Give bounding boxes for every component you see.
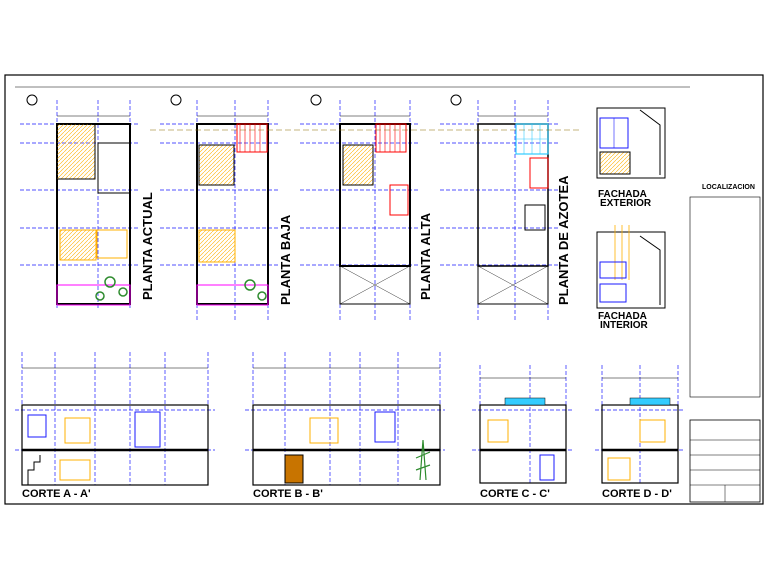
plan-title: PLANTA ACTUAL — [140, 192, 155, 300]
plan-baja: PLANTA BAJA — [160, 94, 293, 320]
section-a: CORTE A - A' — [15, 352, 215, 500]
facade-subtitle: INTERIOR — [600, 320, 649, 331]
sheet-border — [4, 74, 764, 505]
north-arrow-icon — [310, 94, 322, 106]
plan-azotea: PLANTA DE AZOTEA — [440, 94, 571, 320]
facade-subtitle: EXTERIOR — [600, 198, 652, 209]
section-title: CORTE A - A' — [22, 488, 91, 500]
section-title: CORTE C - C' — [480, 488, 550, 500]
section-title: CORTE B - B' — [253, 488, 323, 500]
north-arrow-icon — [26, 94, 38, 106]
plan-title: PLANTA ALTA — [418, 212, 433, 300]
section-c: CORTE C - C' — [472, 365, 572, 500]
location-label: LOCALIZACION — [702, 184, 755, 191]
section-d: CORTE D - D' — [595, 365, 685, 500]
section-b: CORTE B - B' — [245, 352, 445, 500]
north-arrow-icon — [450, 94, 462, 106]
facade-title: FACHADA — [598, 311, 647, 322]
facade-interior: FACHADA INTERIOR — [596, 225, 666, 331]
plan-actual: PLANTA ACTUAL — [20, 94, 155, 310]
dimension-lines — [22, 115, 678, 379]
north-arrow-icon — [170, 94, 182, 106]
location-box — [689, 196, 761, 398]
plan-title: PLANTA BAJA — [278, 214, 293, 305]
facade-exterior: FACHADA EXTERIOR — [596, 107, 666, 209]
plan-title: PLANTA DE AZOTEA — [556, 175, 571, 305]
section-title: CORTE D - D' — [602, 488, 672, 500]
plan-alta: PLANTA ALTA — [300, 94, 433, 320]
facade-title: FACHADA — [598, 189, 647, 200]
